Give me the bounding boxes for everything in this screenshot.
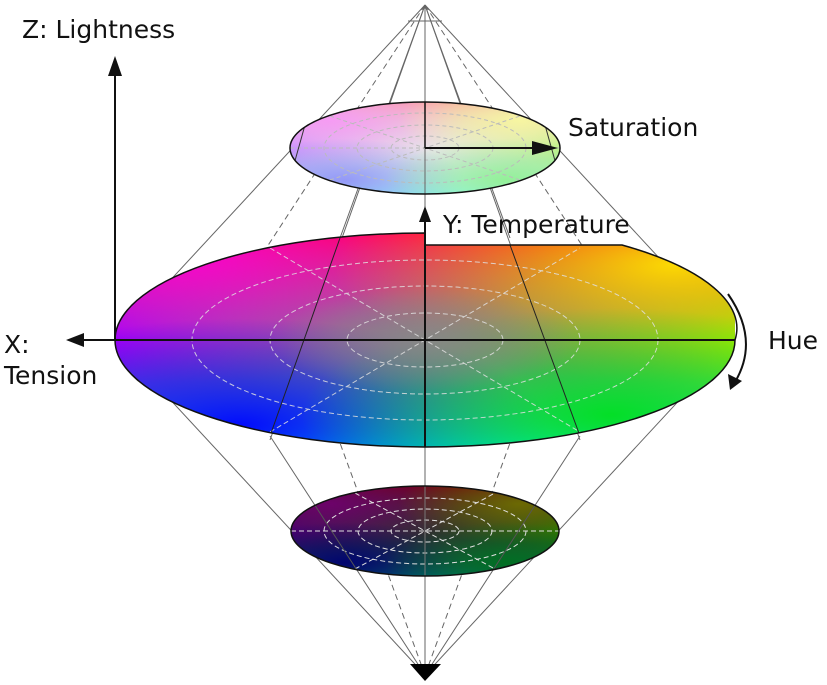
- z-axis-arrow: [108, 56, 122, 340]
- y-axis-arrow: [419, 206, 431, 233]
- y-axis-label: Y: Temperature: [443, 210, 630, 239]
- z-axis-label: Z: Lightness: [22, 15, 176, 44]
- hue-rotation-arrow: [727, 293, 747, 390]
- saturation-label: Saturation: [568, 113, 699, 142]
- saturation-arrow: [424, 102, 558, 155]
- main-disc-mid-lightness: [114, 232, 738, 448]
- hue-label: Hue: [768, 326, 819, 355]
- x-axis-arrow: [66, 333, 115, 347]
- x-axis-label: X:: [4, 330, 30, 359]
- black-apex-marker: [410, 664, 441, 681]
- x-axis-label-tension: Tension: [4, 361, 98, 390]
- bottom-disc-low-lightness: [290, 485, 560, 577]
